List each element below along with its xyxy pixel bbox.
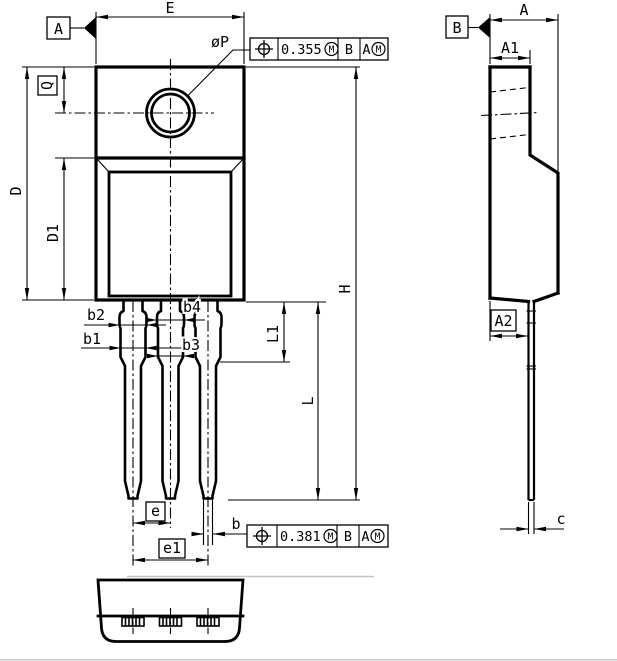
position-tolerance-icon <box>253 527 271 545</box>
mold-chamfer-left <box>95 157 110 173</box>
datum-flag-b: B <box>445 15 490 39</box>
datum-triangle-icon <box>478 17 490 38</box>
side-lead <box>526 301 536 502</box>
fcf-bottom-datum-2: A <box>361 529 369 545</box>
mold-chamfer-right <box>230 157 245 173</box>
dim-label-e1: e1 <box>163 539 181 557</box>
page-artifact-lines <box>0 575 617 661</box>
mmc-modifier-icon <box>370 528 385 544</box>
basic-dim-box-Q <box>37 75 58 96</box>
front-view: E D D1 Q øP b2 b1 b4 b3 L1 L H e e1 b <box>7 0 360 568</box>
fcf-bottom: 0.381 M B A M <box>246 524 389 548</box>
fcf-top-tol-modifier: M <box>329 45 335 56</box>
datum-triangle-icon <box>84 17 96 39</box>
dim-label-A: A <box>519 1 528 19</box>
dim-label-H: H <box>336 284 354 293</box>
dim-label-c: c <box>556 510 565 528</box>
fcf-bottom-datum-2-modifier: M <box>375 532 381 543</box>
dim-label-L1: L1 <box>264 325 282 343</box>
bottom-lead-sections <box>121 616 220 627</box>
hidden-hole-line <box>489 86 530 93</box>
fcf-top-tolerance: 0.355 <box>281 42 322 58</box>
side-bottom-right <box>531 290 561 304</box>
fcf-top-datum-1: B <box>345 42 353 58</box>
mmc-modifier-icon <box>323 528 338 544</box>
dim-label-b3: b3 <box>182 336 200 354</box>
centerlines <box>55 59 214 568</box>
side-right-edge <box>528 65 560 295</box>
dim-label-L: L <box>299 396 317 405</box>
fcf-bottom-tolerance: 0.381 <box>280 529 321 545</box>
extension-lines <box>22 12 360 545</box>
fcf-bottom-tol-modifier: M <box>328 532 334 543</box>
mmc-modifier-icon <box>324 41 339 57</box>
bottom-view-outline <box>96 578 245 643</box>
dimension-lines <box>490 17 564 532</box>
dim-label-b1: b1 <box>83 330 101 348</box>
dimension-lines <box>24 14 359 563</box>
bottom-view <box>96 578 245 643</box>
side-view: A A1 A2 c <box>480 1 566 534</box>
fcf-top-datum-2-modifier: M <box>376 45 382 56</box>
dim-label-D1: D1 <box>44 224 62 242</box>
dim-label-b4: b4 <box>183 298 201 316</box>
basic-dim-box-e1 <box>158 538 186 559</box>
hole-leader <box>187 49 250 97</box>
dim-label-D: D <box>7 186 25 195</box>
dim-label-A1: A1 <box>501 39 519 57</box>
dim-label-e: e <box>151 502 160 520</box>
basic-dim-box-e <box>145 501 166 522</box>
dim-label-E: E <box>165 0 174 17</box>
datum-flag-a: A <box>46 16 96 40</box>
mmc-modifier-icon <box>371 41 386 57</box>
dim-label-b: b <box>231 515 240 533</box>
datum-a-label: A <box>54 20 63 38</box>
side-bottom-left <box>488 296 531 304</box>
dim-label-Q: Q <box>38 81 56 90</box>
dim-label-b2: b2 <box>87 306 105 324</box>
side-hole-centerline <box>480 111 540 117</box>
dim-label-holeDia: øP <box>211 33 229 51</box>
datum-b-label: B <box>452 19 461 37</box>
fcf-top: 0.355 M B A M <box>249 37 389 61</box>
position-tolerance-icon <box>255 40 273 58</box>
hidden-hole-line <box>489 133 530 140</box>
fcf-bottom-datum-1: B <box>344 529 352 545</box>
dim-label-A2: A2 <box>494 312 512 330</box>
fcf-top-datum-2: A <box>362 42 370 58</box>
basic-dim-box-A2 <box>490 309 517 332</box>
bottom-lead-centerlines <box>132 608 209 634</box>
extension-lines <box>489 14 559 534</box>
